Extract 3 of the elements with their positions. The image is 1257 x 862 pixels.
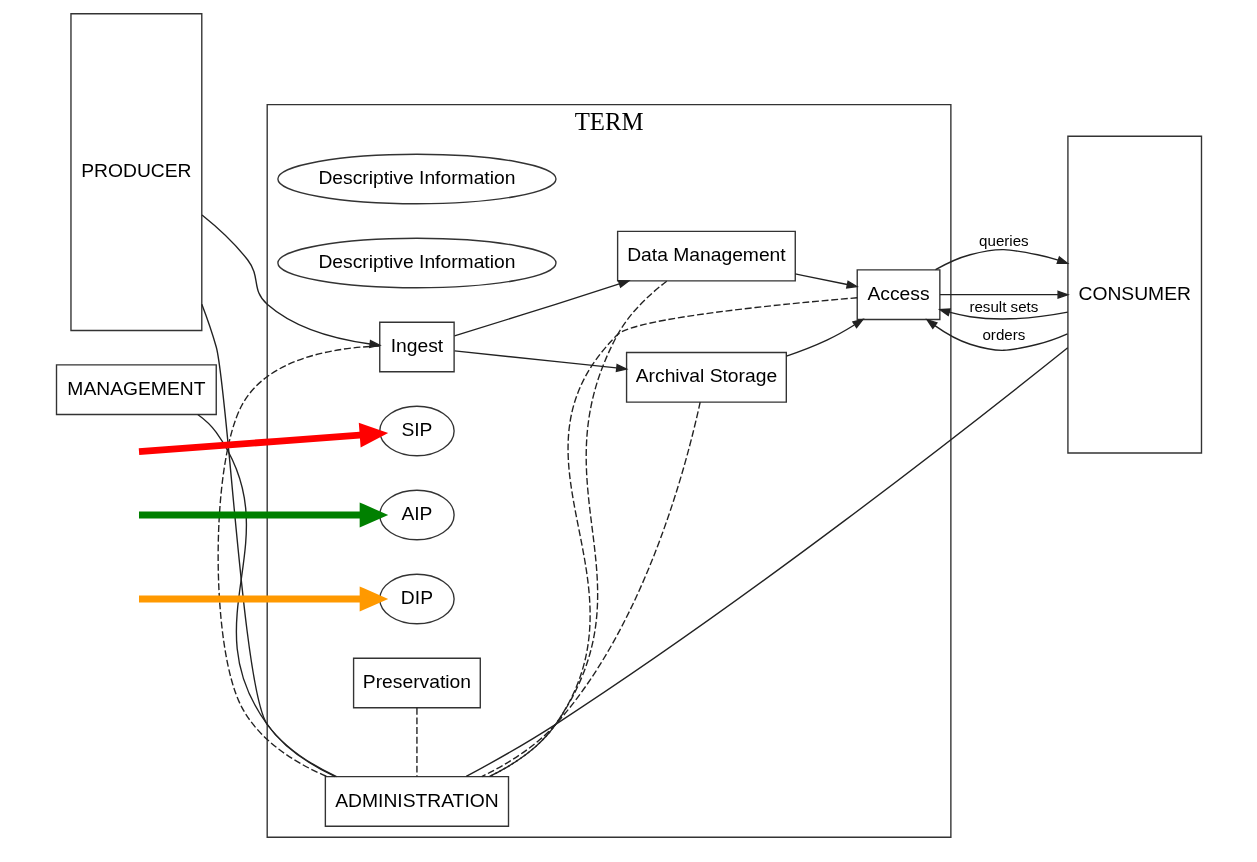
edge-label: result sets [968, 298, 1038, 316]
edge-label: queries [978, 232, 1029, 250]
edge-label: orders [981, 325, 1025, 343]
